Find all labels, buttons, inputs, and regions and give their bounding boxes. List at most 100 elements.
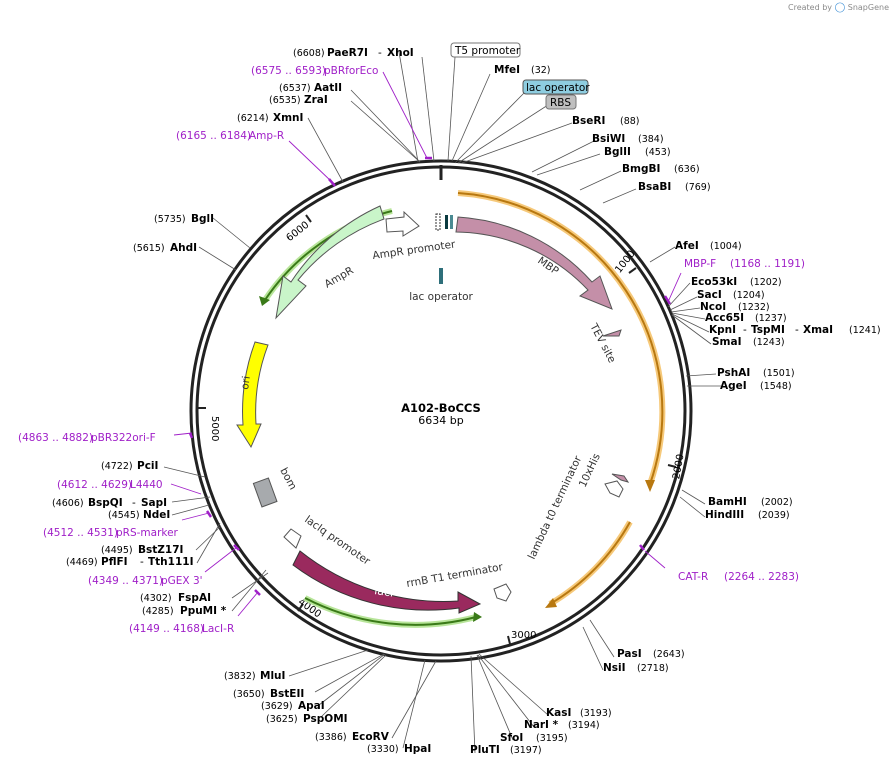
primer-name[interactable]: Amp-R	[249, 130, 284, 142]
tick-3000: 3000	[511, 630, 536, 641]
site-name[interactable]: PspOMI	[303, 713, 348, 725]
site-name[interactable]: Acc65I	[705, 312, 744, 324]
site-name[interactable]: PshAI	[717, 367, 750, 379]
ori-feature[interactable]	[236, 341, 269, 449]
svg-text:-: -	[132, 497, 136, 509]
tev-feature[interactable]	[602, 329, 622, 337]
site-pos: (3330)	[367, 744, 399, 755]
top-feature-boxes: T5 promoter lac operator RBS	[450, 42, 590, 110]
site-name[interactable]: TspMI	[751, 324, 785, 336]
site-pos: (4285)	[142, 606, 174, 617]
site-name[interactable]: PaeR7I	[327, 47, 368, 59]
ori-label: ori	[239, 375, 253, 390]
lac-operator-inner-feature[interactable]	[439, 268, 443, 284]
site-name[interactable]: Tth111I	[148, 556, 193, 568]
primer-name[interactable]: MBP-F	[684, 258, 716, 270]
site-name[interactable]: BspQI	[88, 497, 123, 509]
site-name[interactable]: PciI	[137, 460, 158, 472]
rbs-mark[interactable]	[445, 215, 448, 229]
laci-feature[interactable]	[292, 550, 482, 614]
site-name[interactable]: ZraI	[304, 94, 328, 106]
site-name[interactable]: AatII	[314, 82, 342, 94]
site-name[interactable]: NdeI	[143, 509, 170, 521]
site-name[interactable]: Eco53kI	[691, 276, 737, 288]
rbs-box[interactable]	[545, 94, 577, 110]
site-name[interactable]: PasI	[617, 648, 642, 660]
orf-orange-arcs	[457, 190, 666, 608]
site-pos: (384)	[638, 134, 664, 145]
primer-name[interactable]: pGEX 3'	[161, 575, 203, 587]
site-name[interactable]: KasI	[546, 707, 571, 719]
site-name[interactable]: XmnI	[273, 112, 303, 124]
site-name[interactable]: BamHI	[708, 496, 747, 508]
site-name[interactable]: BstEII	[270, 688, 304, 700]
site-name[interactable]: HindIII	[705, 509, 744, 521]
site-name[interactable]: NsiI	[603, 662, 626, 674]
bom-feature[interactable]	[252, 477, 278, 508]
site-pos: (32)	[531, 65, 551, 76]
site-name[interactable]: SapI	[141, 497, 167, 509]
rrnb-terminator-feature[interactable]	[493, 583, 512, 602]
site-name[interactable]: KpnI	[709, 324, 736, 336]
site-name[interactable]: PflFI	[101, 556, 128, 568]
site-name[interactable]: FspAI	[178, 592, 211, 604]
site-name[interactable]: BmgBI	[622, 163, 660, 175]
site-name[interactable]: AhdI	[170, 242, 197, 254]
site-name[interactable]: SfoI	[500, 732, 523, 744]
site-pos: (1548)	[760, 381, 792, 392]
site-name[interactable]: AgeI	[720, 380, 747, 392]
laciq-promoter-feature[interactable]	[283, 528, 302, 549]
his-label: 10xHis	[577, 452, 603, 490]
site-name[interactable]: SacI	[697, 289, 722, 301]
site-name[interactable]: HpaI	[404, 743, 431, 755]
site-name[interactable]: XmaI	[803, 324, 833, 336]
site-name[interactable]: XhoI	[387, 47, 414, 59]
site-name[interactable]: BsiWI	[592, 133, 625, 145]
site-name[interactable]: EcoRV	[352, 731, 390, 743]
lac-operator-box[interactable]	[522, 79, 589, 95]
site-name[interactable]: AfeI	[675, 240, 699, 252]
primer-name[interactable]: CAT-R	[678, 571, 708, 583]
site-pos: (3625)	[266, 714, 298, 725]
site-name[interactable]: PluTI	[470, 744, 500, 756]
his-tag-feature[interactable]	[611, 473, 630, 483]
svg-text:-: -	[378, 47, 382, 59]
primer-range: (4863 .. 4882)	[18, 432, 93, 444]
primer-name[interactable]: L4440	[130, 479, 163, 491]
primer-range: (4512 .. 4531)	[43, 527, 118, 539]
ampr-label: AmpR	[323, 265, 356, 291]
site-pos: (5735)	[154, 214, 186, 225]
site-pos: (3629)	[261, 701, 293, 712]
site-name[interactable]: NarI *	[524, 719, 559, 731]
site-name[interactable]: PpuMI *	[180, 605, 227, 617]
site-pos: (1202)	[750, 277, 782, 288]
primer-name[interactable]: LacI-R	[202, 623, 234, 635]
site-name[interactable]: BseRI	[572, 115, 605, 127]
site-name[interactable]: BglI	[191, 213, 214, 225]
lac-operator-box-label: lac operator	[526, 82, 590, 94]
ampr-feature[interactable]	[275, 205, 385, 320]
mbp-feature[interactable]	[455, 216, 613, 310]
site-name[interactable]: BglII	[604, 146, 631, 158]
t5-promoter-box[interactable]	[450, 42, 521, 58]
ampr-promoter-feature[interactable]	[385, 210, 420, 237]
primer-name[interactable]: pBR322ori-F	[91, 432, 156, 444]
lac-operator-top-feature[interactable]	[435, 213, 441, 231]
primer-name[interactable]: pRS-marker	[116, 527, 179, 539]
ticks	[198, 165, 677, 645]
site-pos: (6214)	[237, 113, 269, 124]
site-name[interactable]: SmaI	[712, 336, 742, 348]
primer-name[interactable]: pBRforEco	[324, 65, 378, 77]
site-name[interactable]: MfeI	[494, 64, 520, 76]
site-pos: (1501)	[763, 368, 795, 379]
laci-label: lacI	[374, 584, 395, 600]
lambda-terminator-feature[interactable]	[604, 480, 624, 498]
primer-range: (6575 .. 6593)	[251, 65, 326, 77]
t5-mark[interactable]	[450, 215, 453, 229]
site-name[interactable]: BsaBI	[638, 181, 671, 193]
site-name[interactable]: BstZ17I	[138, 544, 183, 556]
site-name[interactable]: MluI	[260, 670, 285, 682]
site-name[interactable]: ApaI	[298, 700, 325, 712]
site-name[interactable]: NcoI	[700, 301, 726, 313]
